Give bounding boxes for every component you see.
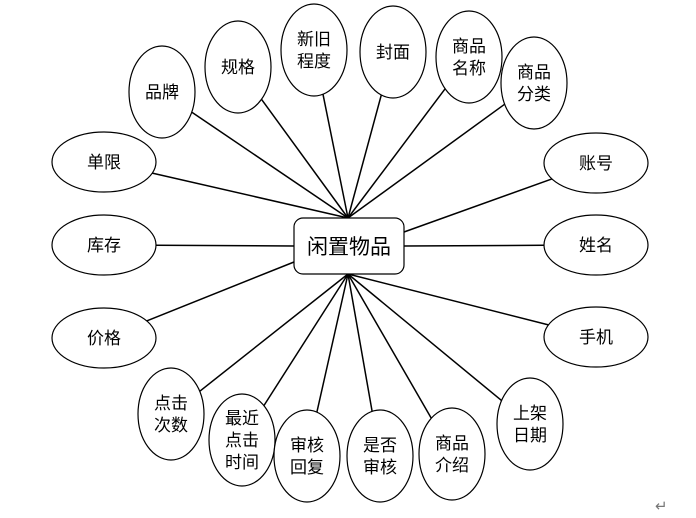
attribute-label: 新旧: [297, 30, 331, 50]
attribute-brand: 品牌: [128, 45, 196, 139]
connector-spec: [260, 98, 349, 219]
attribute-ellipse: [204, 20, 272, 114]
attribute-label: 时间: [225, 453, 259, 473]
attribute-label: 审核: [290, 436, 324, 456]
connector-condition: [322, 94, 349, 219]
connector-name: [403, 244, 545, 247]
connector-order-limit: [152, 172, 349, 219]
attribute-ellipse: [51, 214, 157, 276]
attribute-account: 账号: [543, 132, 649, 194]
attribute-label: 是否: [363, 436, 397, 456]
attribute-label: 单限: [87, 153, 121, 173]
attribute-ellipse: [496, 377, 564, 471]
attribute-ellipse: [435, 10, 503, 104]
attribute-ellipse: [51, 307, 157, 369]
attribute-label: 次数: [154, 416, 188, 436]
connector-cover: [347, 94, 383, 219]
connector-listed-date: [347, 273, 503, 402]
attribute-price: 价格: [51, 307, 157, 369]
attribute-label: 点击: [154, 394, 188, 414]
attribute-stock: 库存: [51, 214, 157, 276]
attribute-spec: 规格: [204, 20, 272, 114]
connector-category: [347, 103, 506, 219]
attribute-cover: 封面: [359, 5, 427, 99]
attribute-label: 回复: [290, 458, 324, 478]
attribute-label: 价格: [87, 329, 121, 349]
attribute-order-limit: 单限: [51, 131, 157, 193]
connector-phone: [347, 273, 549, 326]
entity-box: 闲置物品: [293, 217, 405, 275]
connector-product-name: [347, 88, 446, 219]
attribute-ellipse: [359, 5, 427, 99]
attribute-label: 最近: [225, 409, 259, 429]
attribute-ellipse: [543, 214, 649, 276]
attribute-label: 姓名: [579, 236, 613, 256]
connector-stock: [155, 244, 295, 247]
connector-brand: [191, 111, 349, 219]
attribute-label: 账号: [579, 154, 613, 174]
attribute-ellipse: [500, 36, 568, 130]
attribute-label: 商品: [435, 434, 469, 454]
attribute-label: 品牌: [145, 83, 179, 103]
attribute-label: 手机: [579, 328, 613, 348]
attribute-ellipse: [346, 409, 414, 503]
attribute-label: 审核: [363, 458, 397, 478]
attribute-ellipse: [273, 409, 341, 503]
attribute-label: 商品: [517, 63, 551, 83]
attribute-label: 商品: [452, 37, 486, 57]
attribute-ellipse: [137, 367, 205, 461]
connector-clicks: [199, 273, 349, 392]
connector-reviewed: [347, 273, 373, 412]
attribute-label: 规格: [221, 58, 255, 78]
attribute-label: 名称: [452, 59, 486, 79]
attribute-label: 分类: [517, 85, 551, 105]
attribute-ellipse: [51, 131, 157, 193]
attribute-ellipse: [543, 306, 649, 368]
connector-account: [403, 178, 553, 233]
attribute-label: 库存: [87, 236, 121, 256]
attribute-label: 上架: [513, 404, 547, 424]
connector-recent-click: [263, 273, 349, 407]
attribute-label: 日期: [513, 426, 547, 446]
attribute-ellipse: [280, 3, 348, 97]
connector-review-reply: [316, 273, 349, 413]
attribute-ellipse: [418, 407, 486, 501]
entity-label: 闲置物品: [307, 235, 391, 259]
attribute-ellipse: [208, 393, 276, 487]
attribute-ellipse: [128, 45, 196, 139]
connector-price: [146, 261, 295, 322]
attribute-ellipse: [543, 132, 649, 194]
attribute-name: 姓名: [543, 214, 649, 276]
attribute-label: 介绍: [435, 456, 469, 476]
connector-intro: [347, 273, 432, 419]
attribute-phone: 手机: [543, 306, 649, 368]
attribute-label: 点击: [225, 431, 259, 451]
paragraph-mark: ↵: [655, 497, 668, 515]
attribute-label: 程度: [297, 52, 331, 72]
attribute-label: 封面: [376, 43, 410, 63]
